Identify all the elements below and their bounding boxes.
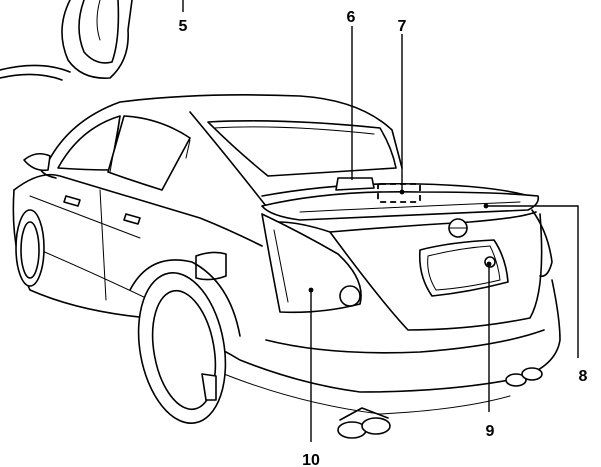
car-body (12, 94, 561, 439)
callout-6-label: 6 (347, 9, 356, 26)
callout-10-label: 10 (302, 452, 320, 467)
callout-9-label: 9 (486, 423, 495, 440)
callout-8-label: 8 (579, 368, 588, 385)
callout-5-label: 5 (179, 18, 188, 35)
callout-7-region (377, 183, 421, 203)
callout-7-label: 7 (398, 18, 407, 35)
leader-lines (182, 0, 579, 442)
inset-detail (0, 0, 133, 81)
